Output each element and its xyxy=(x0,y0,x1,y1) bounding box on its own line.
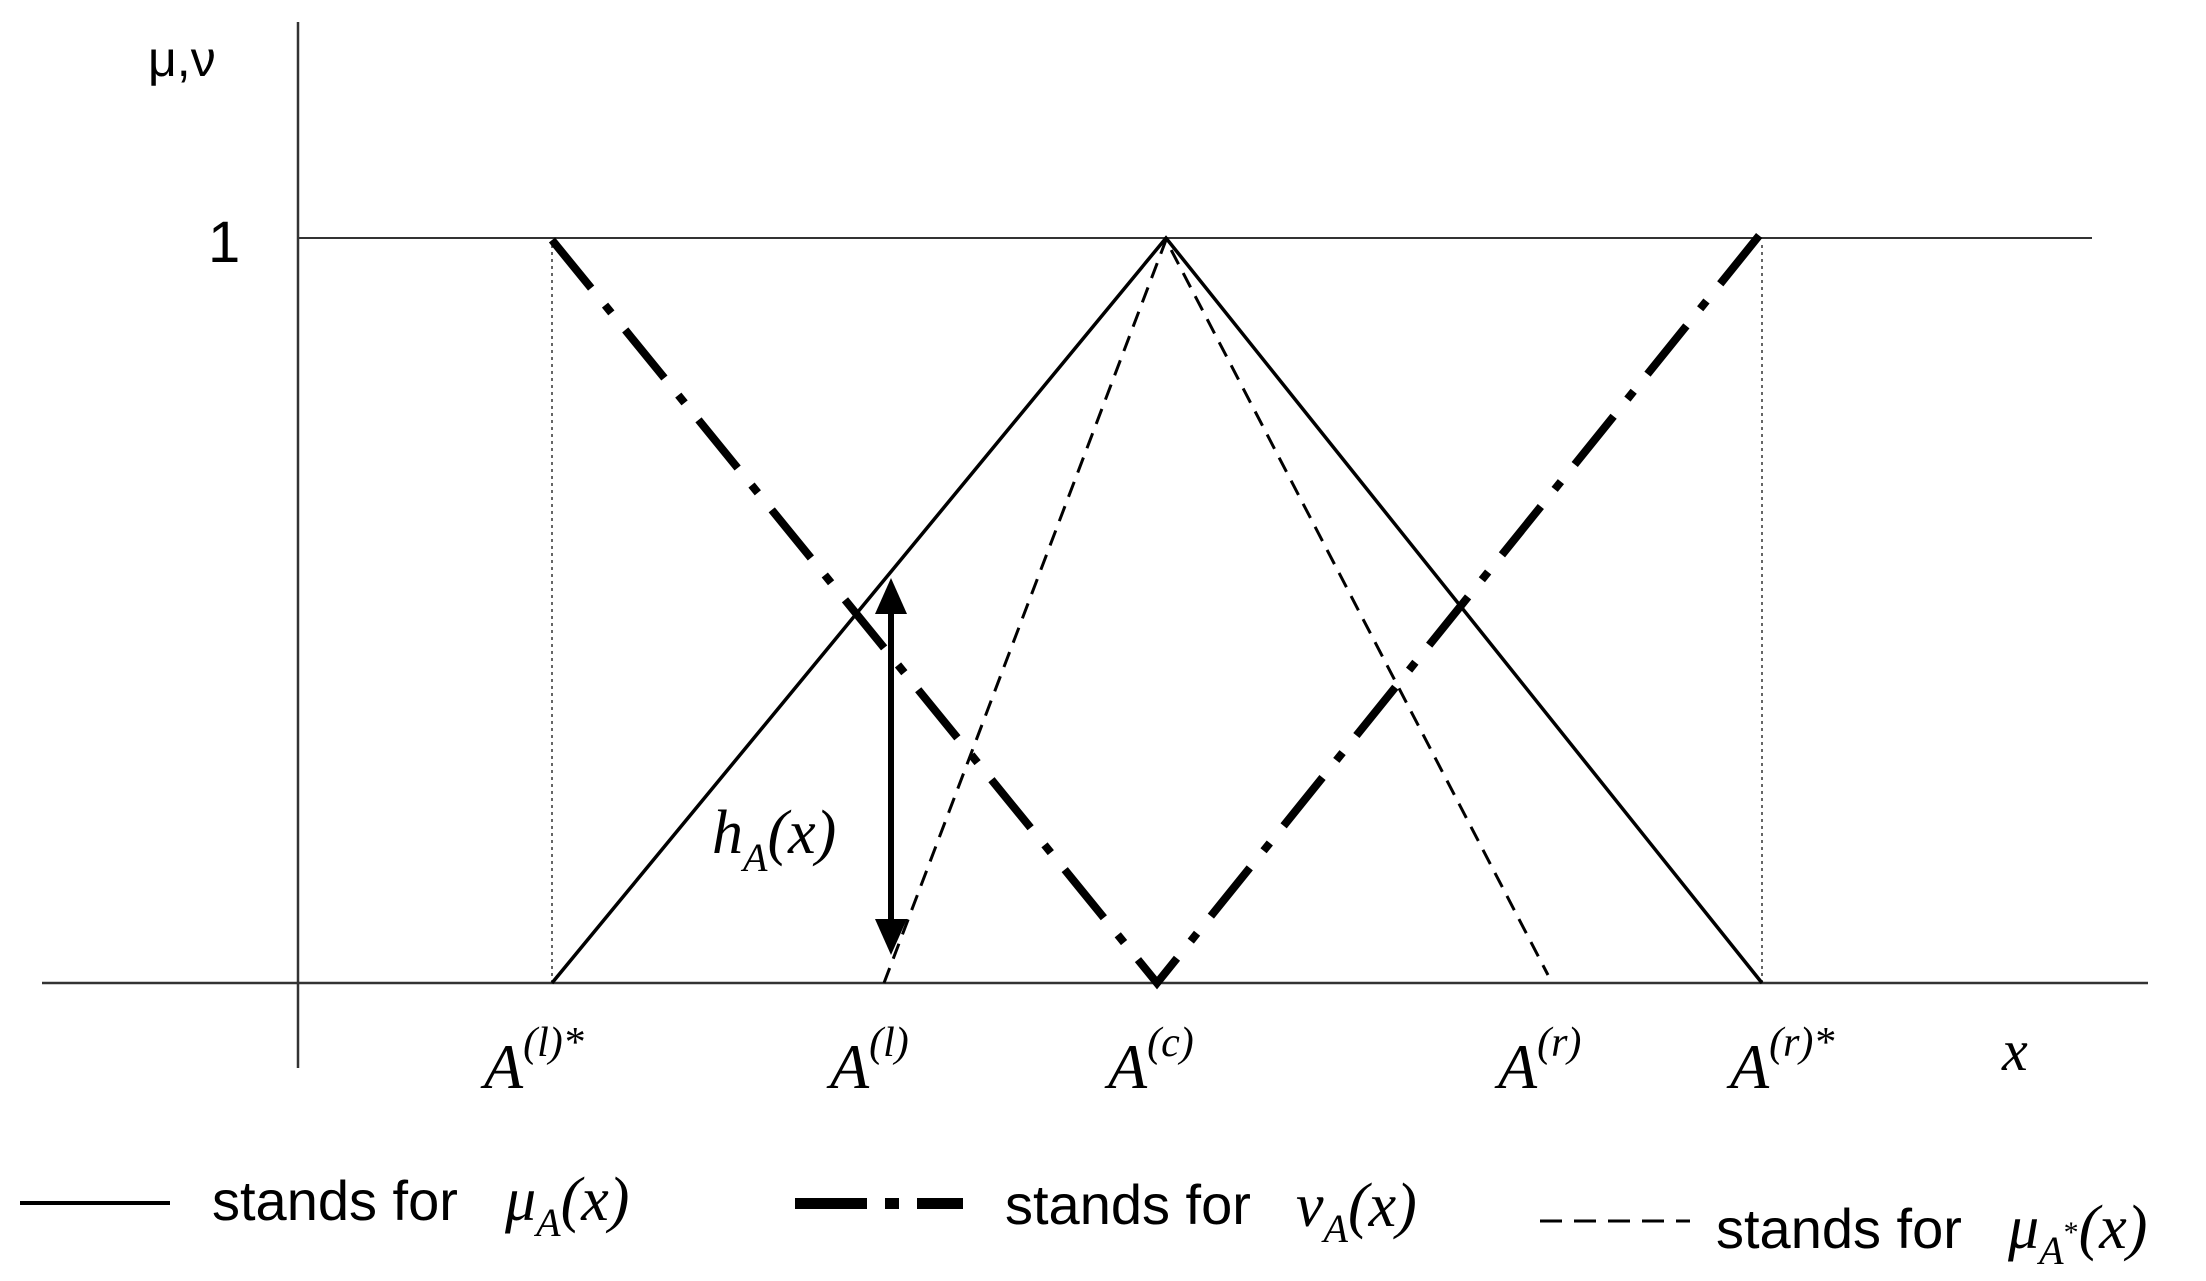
legend-symbol-mu-star: μA*(x) xyxy=(2007,1194,2147,1273)
membership-mu-curve xyxy=(550,235,1764,985)
h-arrow xyxy=(875,578,907,955)
legend-symbol-mu: μA(x) xyxy=(504,1166,629,1245)
legend-text-mu: stands for xyxy=(212,1169,458,1232)
legend-text-nu: stands for xyxy=(1005,1173,1251,1236)
y-tick-one: 1 xyxy=(208,210,240,275)
axes xyxy=(42,22,2148,1068)
legend-swatch-dashdot xyxy=(795,1198,963,1209)
legend-item-mu: stands for μA(x) xyxy=(20,1166,629,1245)
legend-symbol-nu: νA(x) xyxy=(1296,1172,1417,1251)
h-arrow-head-up xyxy=(875,578,907,614)
x-axis-label: x xyxy=(2001,1018,2028,1083)
tick-a-l-star: A(l)* xyxy=(480,1020,584,1102)
h-annotation-label: hA(x) xyxy=(712,799,836,880)
tick-a-c: A(c) xyxy=(1104,1020,1194,1102)
legend-item-nu: stands for νA(x) xyxy=(795,1172,1417,1251)
legend: stands for μA(x) stands for νA(x) stands… xyxy=(20,1166,2147,1273)
tick-a-r: A(r) xyxy=(1494,1020,1581,1102)
legend-item-mu-star: stands for μA*(x) xyxy=(1540,1194,2147,1273)
y-axis-label: μ,ν xyxy=(148,31,216,87)
nonmembership-nu-curve xyxy=(548,229,1766,990)
h-arrow-head-down xyxy=(875,919,907,955)
membership-mu-star-curve xyxy=(882,236,1550,984)
tick-a-r-star: A(r)* xyxy=(1726,1020,1834,1102)
tick-a-l: A(l) xyxy=(826,1020,909,1102)
legend-text-mu-star: stands for xyxy=(1716,1197,1962,1260)
